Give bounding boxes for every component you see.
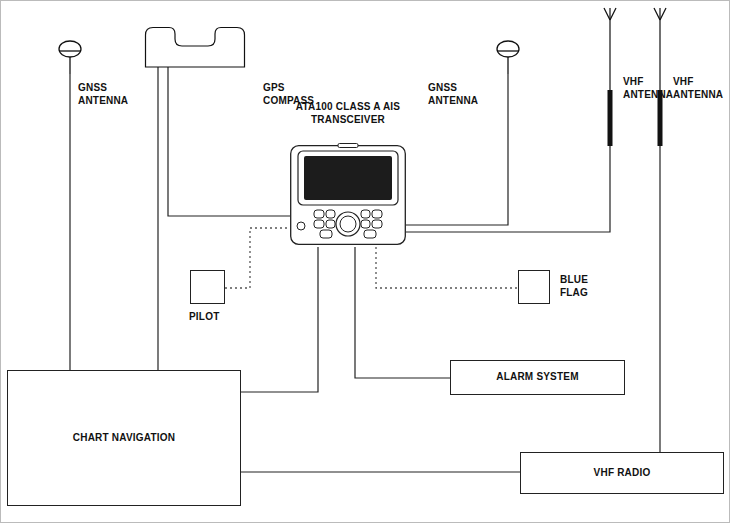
- node-label: VHF ANTENNA: [673, 76, 723, 101]
- gps-compass: GPS COMPASS: [145, 27, 245, 67]
- dotted-connector: [376, 247, 518, 288]
- cable-line: [241, 471, 520, 472]
- alarm-system-box: ALARM SYSTEM: [450, 360, 625, 395]
- node-label: BLUE FLAG: [560, 274, 588, 299]
- pilot-box: PILOT: [190, 270, 225, 304]
- vhf-antenna: VHF ANTENNA: [603, 8, 617, 148]
- node-label: CHART NAVIGATION: [67, 432, 181, 445]
- gps-compass-icon: [145, 27, 245, 67]
- chart-navigation-box: CHART NAVIGATION: [7, 370, 241, 506]
- cable-line: [406, 148, 610, 232]
- dotted-connector: [225, 228, 290, 288]
- ais-transceiver-icon: [290, 143, 406, 247]
- node-label: ATA100 CLASS A AIS TRANSCEIVER: [278, 101, 418, 126]
- vhf-antenna: VHF ANTENNA: [653, 8, 667, 148]
- node-label: GNSS ANTENNA: [428, 82, 478, 107]
- blue-flag-box: BLUE FLAG: [518, 270, 550, 304]
- gnss-antenna: GNSS ANTENNA: [496, 40, 520, 74]
- gnss-antenna-icon: [58, 40, 82, 74]
- node-label: VHF RADIO: [588, 467, 657, 480]
- cable-line: [157, 67, 158, 370]
- node-label: ALARM SYSTEM: [490, 371, 584, 384]
- ais-transceiver: ATA100 CLASS A AIS TRANSCEIVER: [290, 143, 406, 247]
- vhf-radio-box: VHF RADIO: [520, 452, 724, 494]
- gnss-antenna: GNSS ANTENNA: [58, 40, 82, 74]
- node-label: VHF ANTENNA: [623, 76, 673, 101]
- gnss-antenna-icon: [496, 40, 520, 74]
- cable-line: [406, 74, 508, 225]
- node-label: GNSS ANTENNA: [78, 82, 128, 107]
- cable-line: [69, 74, 70, 370]
- vhf-antenna-icon: [653, 8, 667, 148]
- vhf-antenna-icon: [603, 8, 617, 148]
- cable-line: [241, 247, 318, 392]
- cable-line: [355, 247, 450, 378]
- cable-line: [659, 148, 660, 452]
- node-label: PILOT: [189, 311, 219, 324]
